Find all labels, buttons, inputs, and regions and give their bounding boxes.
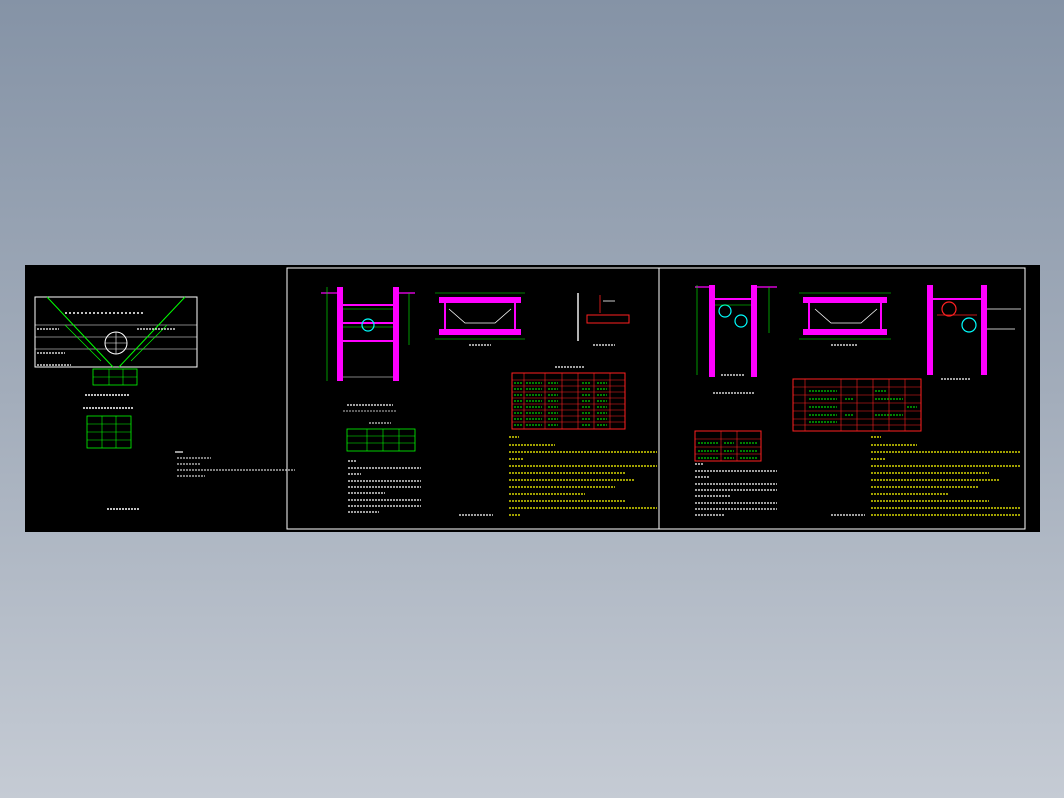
cad-drawing: [34, 267, 1026, 530]
trench-elevation: [321, 287, 415, 412]
detail-plate: [586, 314, 630, 324]
table-cell-marks: [809, 390, 917, 423]
table-cell-marks: [698, 442, 758, 459]
sheet-pile-left: [927, 285, 933, 375]
sheet-pile-right: [751, 285, 757, 377]
sheet-1: [34, 296, 295, 510]
notes-yellow: [509, 436, 657, 516]
plan-pile-bottom: [439, 329, 521, 335]
plan-outline: [448, 308, 512, 324]
material-table: [792, 378, 922, 432]
table-grid: [512, 373, 625, 429]
pipe-circle: [941, 301, 957, 317]
slope-line-inner: [64, 324, 102, 362]
trench-plan: [799, 292, 891, 346]
notes-white: [348, 460, 421, 513]
pipe-circle: [961, 317, 977, 333]
table-frame: [346, 428, 416, 452]
slope-line-left: [46, 296, 114, 368]
table-frame: [694, 430, 762, 462]
plan-outline: [814, 308, 878, 324]
cad-drawing-viewport[interactable]: [25, 265, 1040, 532]
large-pipe-section: [927, 285, 1021, 380]
material-table: [511, 366, 626, 430]
spec-table-small: [346, 422, 416, 452]
sheet-3: [658, 267, 1026, 530]
table-frame: [511, 372, 626, 430]
pipe-circle: [718, 304, 732, 318]
sheet-pile-left: [337, 287, 343, 381]
pipe-circle: [734, 314, 748, 328]
sheet-2: [286, 267, 660, 530]
plan-pile-top: [439, 297, 521, 303]
notes-yellow: [871, 436, 1021, 516]
plan-pile-bottom: [803, 329, 887, 335]
slope-line-inner: [130, 324, 168, 362]
plan-pile-top: [803, 297, 887, 303]
spec-table-red: [694, 430, 762, 462]
trench-elevation: [695, 285, 777, 394]
table-grid: [793, 379, 921, 431]
sheet-pile-right: [393, 287, 399, 381]
sheet-border: [658, 267, 1026, 530]
trench-plan: [435, 292, 525, 346]
pipe-circle: [361, 318, 375, 332]
table-cell-marks: [514, 382, 607, 426]
connection-detail: [577, 293, 630, 346]
section-frame: [34, 296, 198, 368]
sheet-pile-right: [981, 285, 987, 375]
slope-line-right: [118, 296, 186, 368]
sheet-pile-left: [709, 285, 715, 377]
notes-white: [695, 463, 777, 516]
